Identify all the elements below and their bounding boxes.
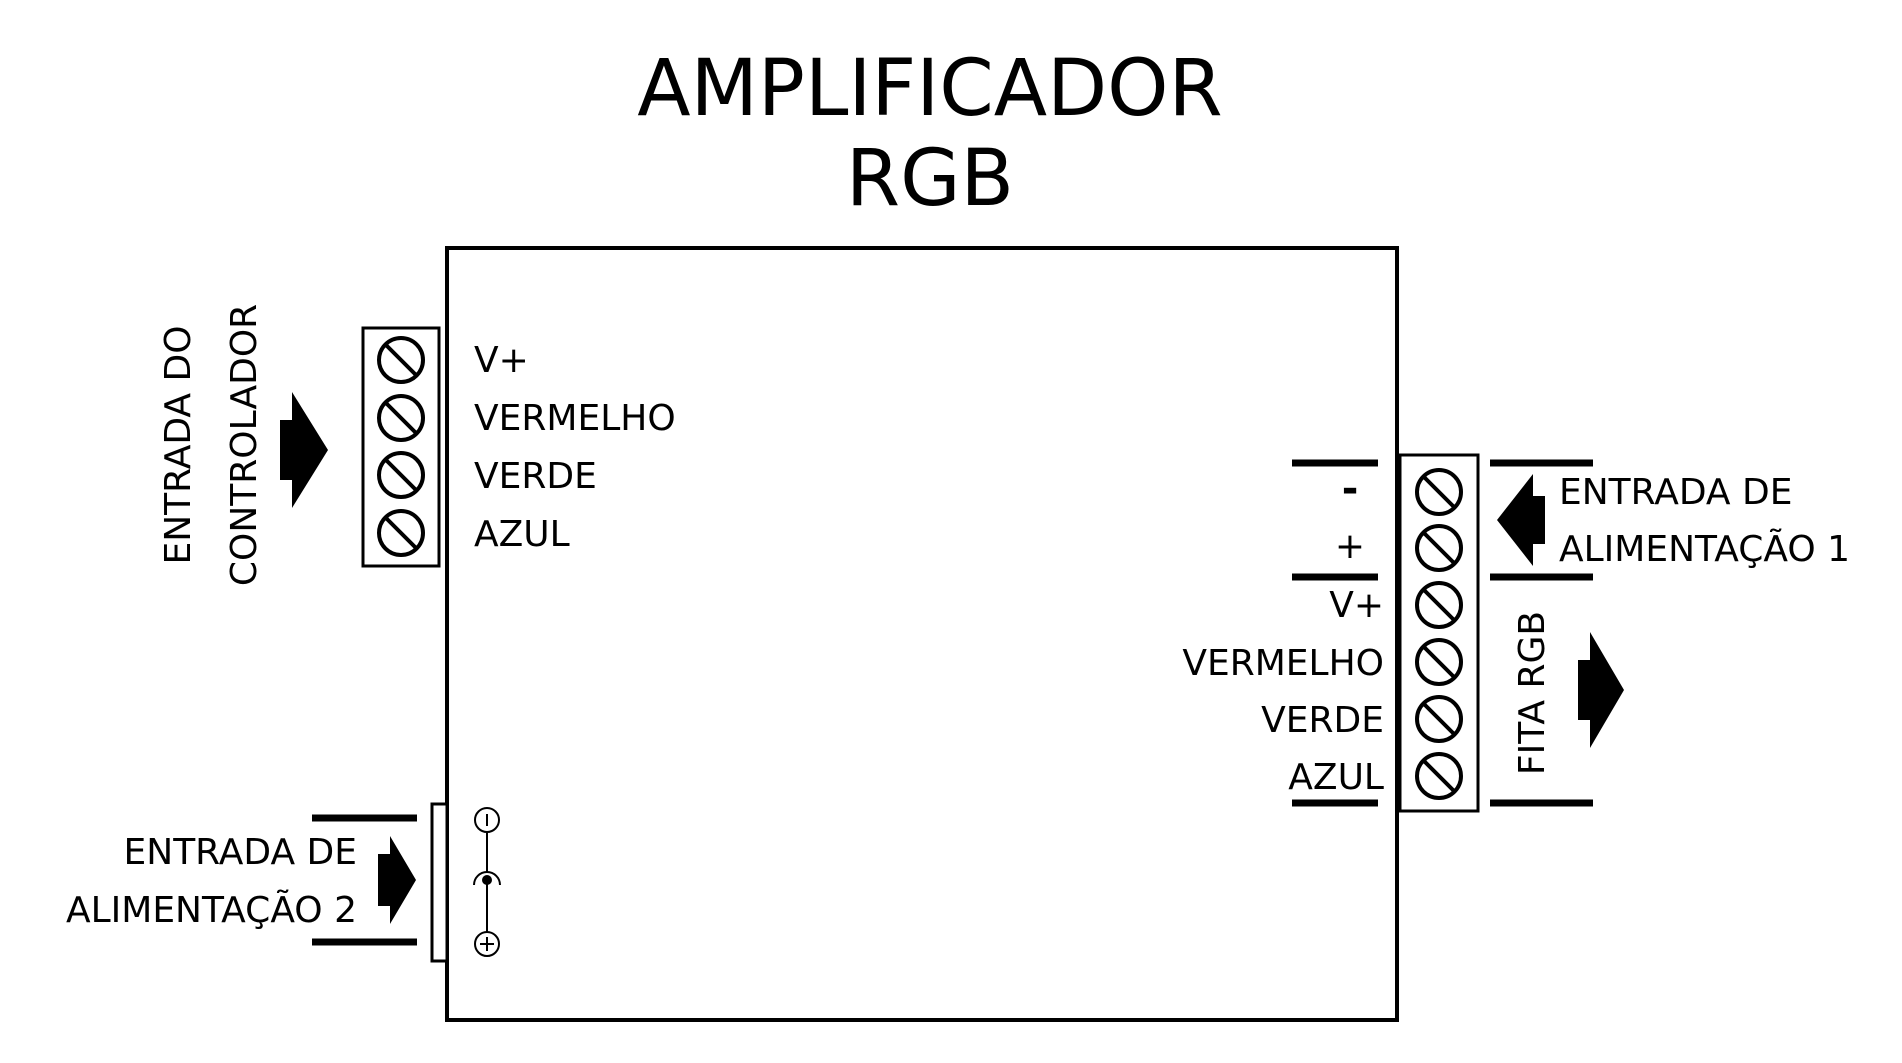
power-input-2-label-line1: ENTRADA DE (124, 832, 357, 873)
rgb-strip-terminal-label: VERMELHO (1182, 643, 1384, 684)
screw-terminal-icon (1415, 468, 1463, 516)
diagram-title-line2: RGB (846, 134, 1014, 224)
screw-terminal-icon (377, 509, 425, 557)
dc-jack-port (430, 802, 449, 963)
controller-terminal-label: VERMELHO (474, 398, 676, 439)
power-input-1-terminal-label: + (1335, 526, 1365, 567)
rgb-strip-output-arrow-icon (1578, 632, 1624, 748)
screw-terminal-icon (1415, 524, 1463, 572)
screw-terminal-icon (377, 336, 425, 384)
screw-terminal-icon (1415, 695, 1463, 743)
power-input-2-arrow-icon (378, 836, 416, 924)
screw-terminal-icon (1415, 581, 1463, 629)
power-input-1-arrow-icon (1497, 474, 1545, 566)
controller-input-label-line2: CONTROLADOR (224, 304, 265, 586)
rgb-strip-terminal-label: VERDE (1261, 700, 1384, 741)
controller-terminal-label: AZUL (474, 514, 570, 555)
controller-terminal-label: VERDE (474, 456, 597, 497)
power-input-2-bracket (312, 814, 417, 946)
rgb-strip-terminal-label: V+ (1329, 585, 1384, 626)
rgb-strip-terminal-label: AZUL (1288, 757, 1384, 798)
amplifier-body (445, 246, 1399, 1022)
controller-input-arrow-icon (280, 392, 328, 508)
power-input-1-bracket (1292, 459, 1593, 581)
controller-terminal-block (361, 326, 441, 568)
screw-terminal-icon (1415, 752, 1463, 800)
power-input-1-label-line1: ENTRADA DE (1559, 472, 1792, 513)
power-input-1-label-line2: ALIMENTAÇÃO 1 (1559, 528, 1850, 570)
diagram-title-line1: AMPLIFICADOR (637, 44, 1223, 134)
dc-jack-polarity-symbol (473, 807, 501, 957)
controller-input-label-line1: ENTRADA DO (158, 325, 199, 564)
power-input-2-label-line2: ALIMENTAÇÃO 2 (66, 889, 357, 931)
rgb-strip-label: FITA RGB (1512, 611, 1553, 775)
screw-terminal-icon (1415, 638, 1463, 686)
power-input-1-terminal-label: - (1342, 466, 1359, 512)
screw-terminal-icon (377, 394, 425, 442)
screw-terminal-icon (377, 451, 425, 499)
output-terminal-block (1398, 453, 1480, 813)
controller-terminal-label: V+ (474, 340, 529, 381)
